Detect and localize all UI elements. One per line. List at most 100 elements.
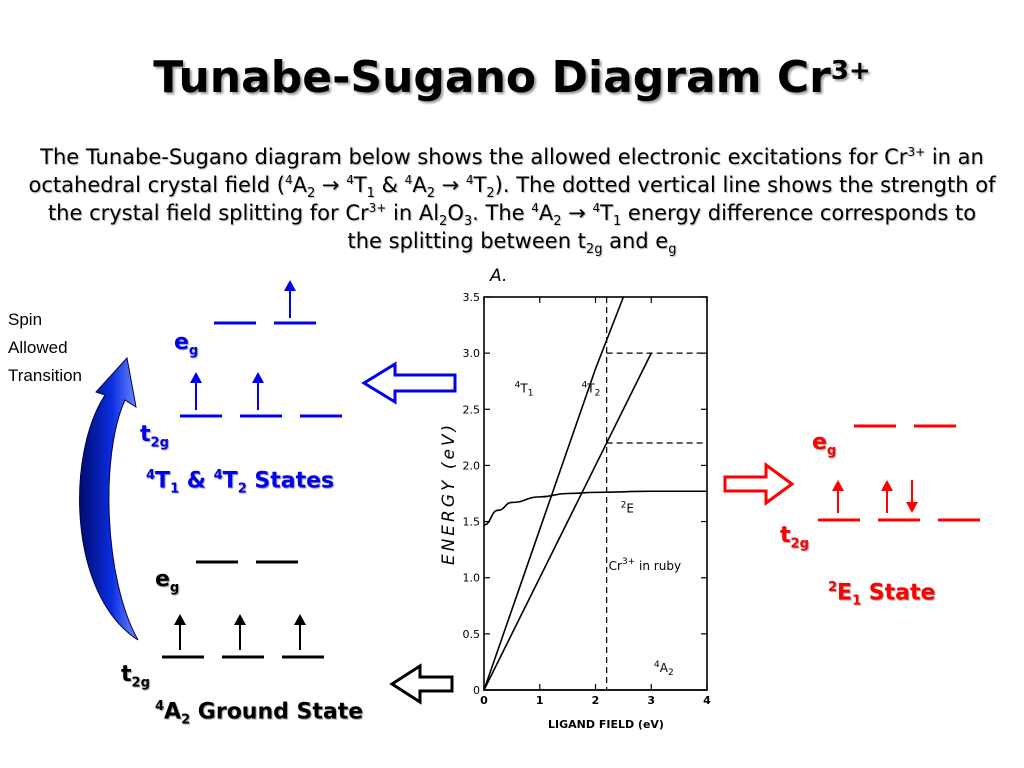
- text-fragment: T: [600, 201, 613, 225]
- text-fragment: 2: [486, 186, 495, 202]
- text-fragment: A: [412, 173, 427, 197]
- text-fragment: A: [292, 173, 307, 197]
- text-fragment: in Al: [386, 201, 440, 225]
- text-fragment: 2: [439, 214, 448, 230]
- text-fragment: Ground State: [190, 699, 364, 725]
- text-fragment: in an octahedral crystal field (: [28, 145, 984, 197]
- y-tick-label: 0: [473, 684, 480, 697]
- text-fragment: 3+: [368, 201, 387, 215]
- ruby-annotation: Cr3+ in ruby: [609, 557, 681, 573]
- y-tick-label: 1.5: [463, 516, 481, 529]
- series-line-2E: [483, 490, 707, 526]
- curve-label: 4T2: [582, 380, 601, 398]
- page-title: Tunabe-Sugano Diagram Cr3+: [153, 52, 871, 103]
- spin-up-arrow: [252, 372, 264, 410]
- text-fragment: 2: [426, 186, 435, 202]
- spin-up-arrow: [294, 614, 306, 650]
- text-fragment: and e: [602, 229, 669, 253]
- text-fragment: 1: [612, 214, 622, 230]
- text-fragment: →: [315, 173, 347, 197]
- text-fragment: 3+: [907, 145, 926, 159]
- intro-paragraph: The Tunabe-Sugano diagram below shows th…: [28, 143, 996, 258]
- spin-down-arrow: [906, 480, 918, 513]
- excited-quartet-orbitals: [180, 280, 342, 418]
- doublet-orbitals: [818, 424, 980, 522]
- text-fragment: T: [353, 173, 367, 197]
- text-fragment: 4: [346, 173, 354, 187]
- spin-up-arrow: [832, 480, 844, 513]
- y-tick-label: 2.0: [463, 459, 481, 472]
- text-fragment: 4: [155, 699, 165, 714]
- y-tick-label: 0.5: [463, 628, 481, 641]
- doublet-state-label: 2E1 State: [828, 580, 935, 609]
- spin-up-arrow: [174, 614, 186, 650]
- x-tick-label: 3: [647, 694, 655, 707]
- hollow-arrow-left-blue: [361, 361, 457, 405]
- y-tick-label: 3.5: [463, 291, 481, 304]
- text-fragment: &: [179, 468, 214, 494]
- text-fragment: 2: [553, 214, 562, 230]
- excited-quartet-state-label: 4T1 & 4T2 States: [146, 468, 334, 497]
- x-tick-label: 0: [480, 694, 488, 707]
- y-tick-label: 2.5: [463, 403, 481, 416]
- series-line-4T1: [483, 296, 625, 691]
- text-fragment: T: [473, 173, 487, 197]
- text-fragment: &: [374, 173, 405, 197]
- y-tick-label: 1.0: [463, 572, 481, 585]
- x-tick-label: 2: [592, 694, 600, 707]
- text-fragment: State: [861, 580, 936, 606]
- spin-up-arrow: [881, 480, 893, 513]
- t2g-label: t2g: [780, 523, 809, 552]
- text-fragment: ). The dotted vertical line shows the st…: [47, 173, 996, 225]
- hollow-arrow-right-red: [723, 462, 795, 506]
- text-fragment: T: [155, 468, 171, 494]
- text-fragment: →: [561, 201, 593, 225]
- curve-label: 4T1: [515, 380, 534, 398]
- curve-label: 4A2: [654, 660, 674, 678]
- y-tick-label: 3.0: [463, 347, 481, 360]
- text-fragment: energy difference corresponds to the spl…: [347, 201, 977, 253]
- text-fragment: 2: [237, 481, 247, 497]
- text-fragment: 4: [213, 468, 223, 483]
- text-fragment: 3: [463, 214, 473, 230]
- text-fragment: 1: [366, 186, 375, 202]
- text-fragment: g: [668, 242, 677, 258]
- x-tick-label: 1: [536, 694, 544, 707]
- text-fragment: 1: [852, 593, 862, 609]
- text-fragment: 4: [146, 468, 156, 483]
- x-tick-label: 4: [703, 694, 711, 707]
- note-line: Allowed: [8, 338, 68, 357]
- eg-label: eg: [155, 567, 180, 596]
- spin-transition-arrow: [79, 356, 139, 641]
- text-fragment: 4: [284, 173, 293, 187]
- text-fragment: →: [434, 173, 466, 197]
- t2g-label: t2g: [140, 422, 169, 451]
- ground-state-label: 4A2 Ground State: [155, 699, 363, 728]
- spin-up-arrow: [190, 372, 202, 410]
- text-fragment: A: [538, 201, 554, 225]
- note-line: Transition: [8, 366, 83, 385]
- eg-label: eg: [812, 430, 837, 459]
- text-fragment: 2: [181, 712, 191, 728]
- plot-frame: [483, 296, 708, 691]
- text-fragment: 2: [306, 186, 316, 202]
- t2g-label: t2g: [121, 662, 150, 691]
- eg-label: eg: [174, 330, 199, 359]
- text-fragment: States: [246, 468, 335, 494]
- spin-up-arrow: [234, 614, 246, 650]
- text-fragment: The Tunabe-Sugano diagram below shows th…: [40, 145, 908, 169]
- curve-label: 2E: [621, 501, 634, 516]
- text-fragment: E: [837, 580, 853, 606]
- hollow-arrow-left-black: [389, 663, 454, 705]
- ground-state-orbitals: [162, 560, 324, 659]
- text-fragment: 4: [531, 201, 539, 215]
- text-fragment: 2g: [585, 242, 603, 258]
- note-line: Spin: [8, 310, 43, 329]
- text-fragment: . The: [472, 201, 532, 225]
- text-fragment: 2: [828, 580, 838, 595]
- text-fragment: 4: [465, 173, 474, 187]
- text-fragment: T: [222, 468, 238, 494]
